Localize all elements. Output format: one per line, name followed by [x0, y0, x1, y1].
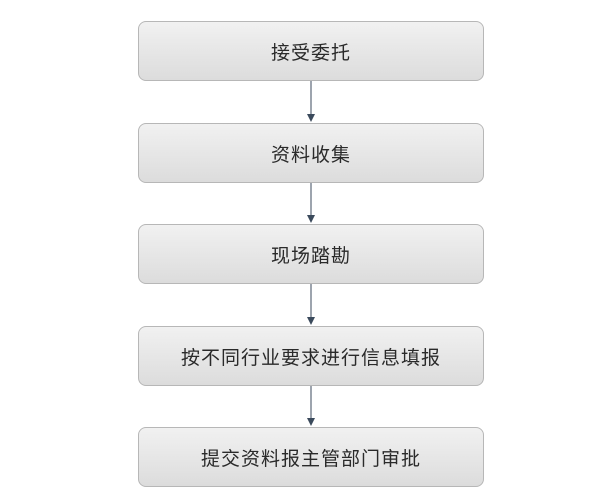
step-accept-commission: 接受委托 — [138, 21, 484, 81]
step-label: 提交资料报主管部门审批 — [200, 447, 421, 470]
step-label: 接受委托 — [270, 41, 351, 64]
step-label: 资料收集 — [270, 143, 351, 166]
step-label: 按不同行业要求进行信息填报 — [180, 346, 441, 369]
step-submit-approval: 提交资料报主管部门审批 — [138, 427, 484, 487]
step-fill-information: 按不同行业要求进行信息填报 — [138, 326, 484, 386]
step-collect-materials: 资料收集 — [138, 123, 484, 183]
step-site-survey: 现场踏勘 — [138, 224, 484, 284]
step-label: 现场踏勘 — [270, 244, 351, 267]
